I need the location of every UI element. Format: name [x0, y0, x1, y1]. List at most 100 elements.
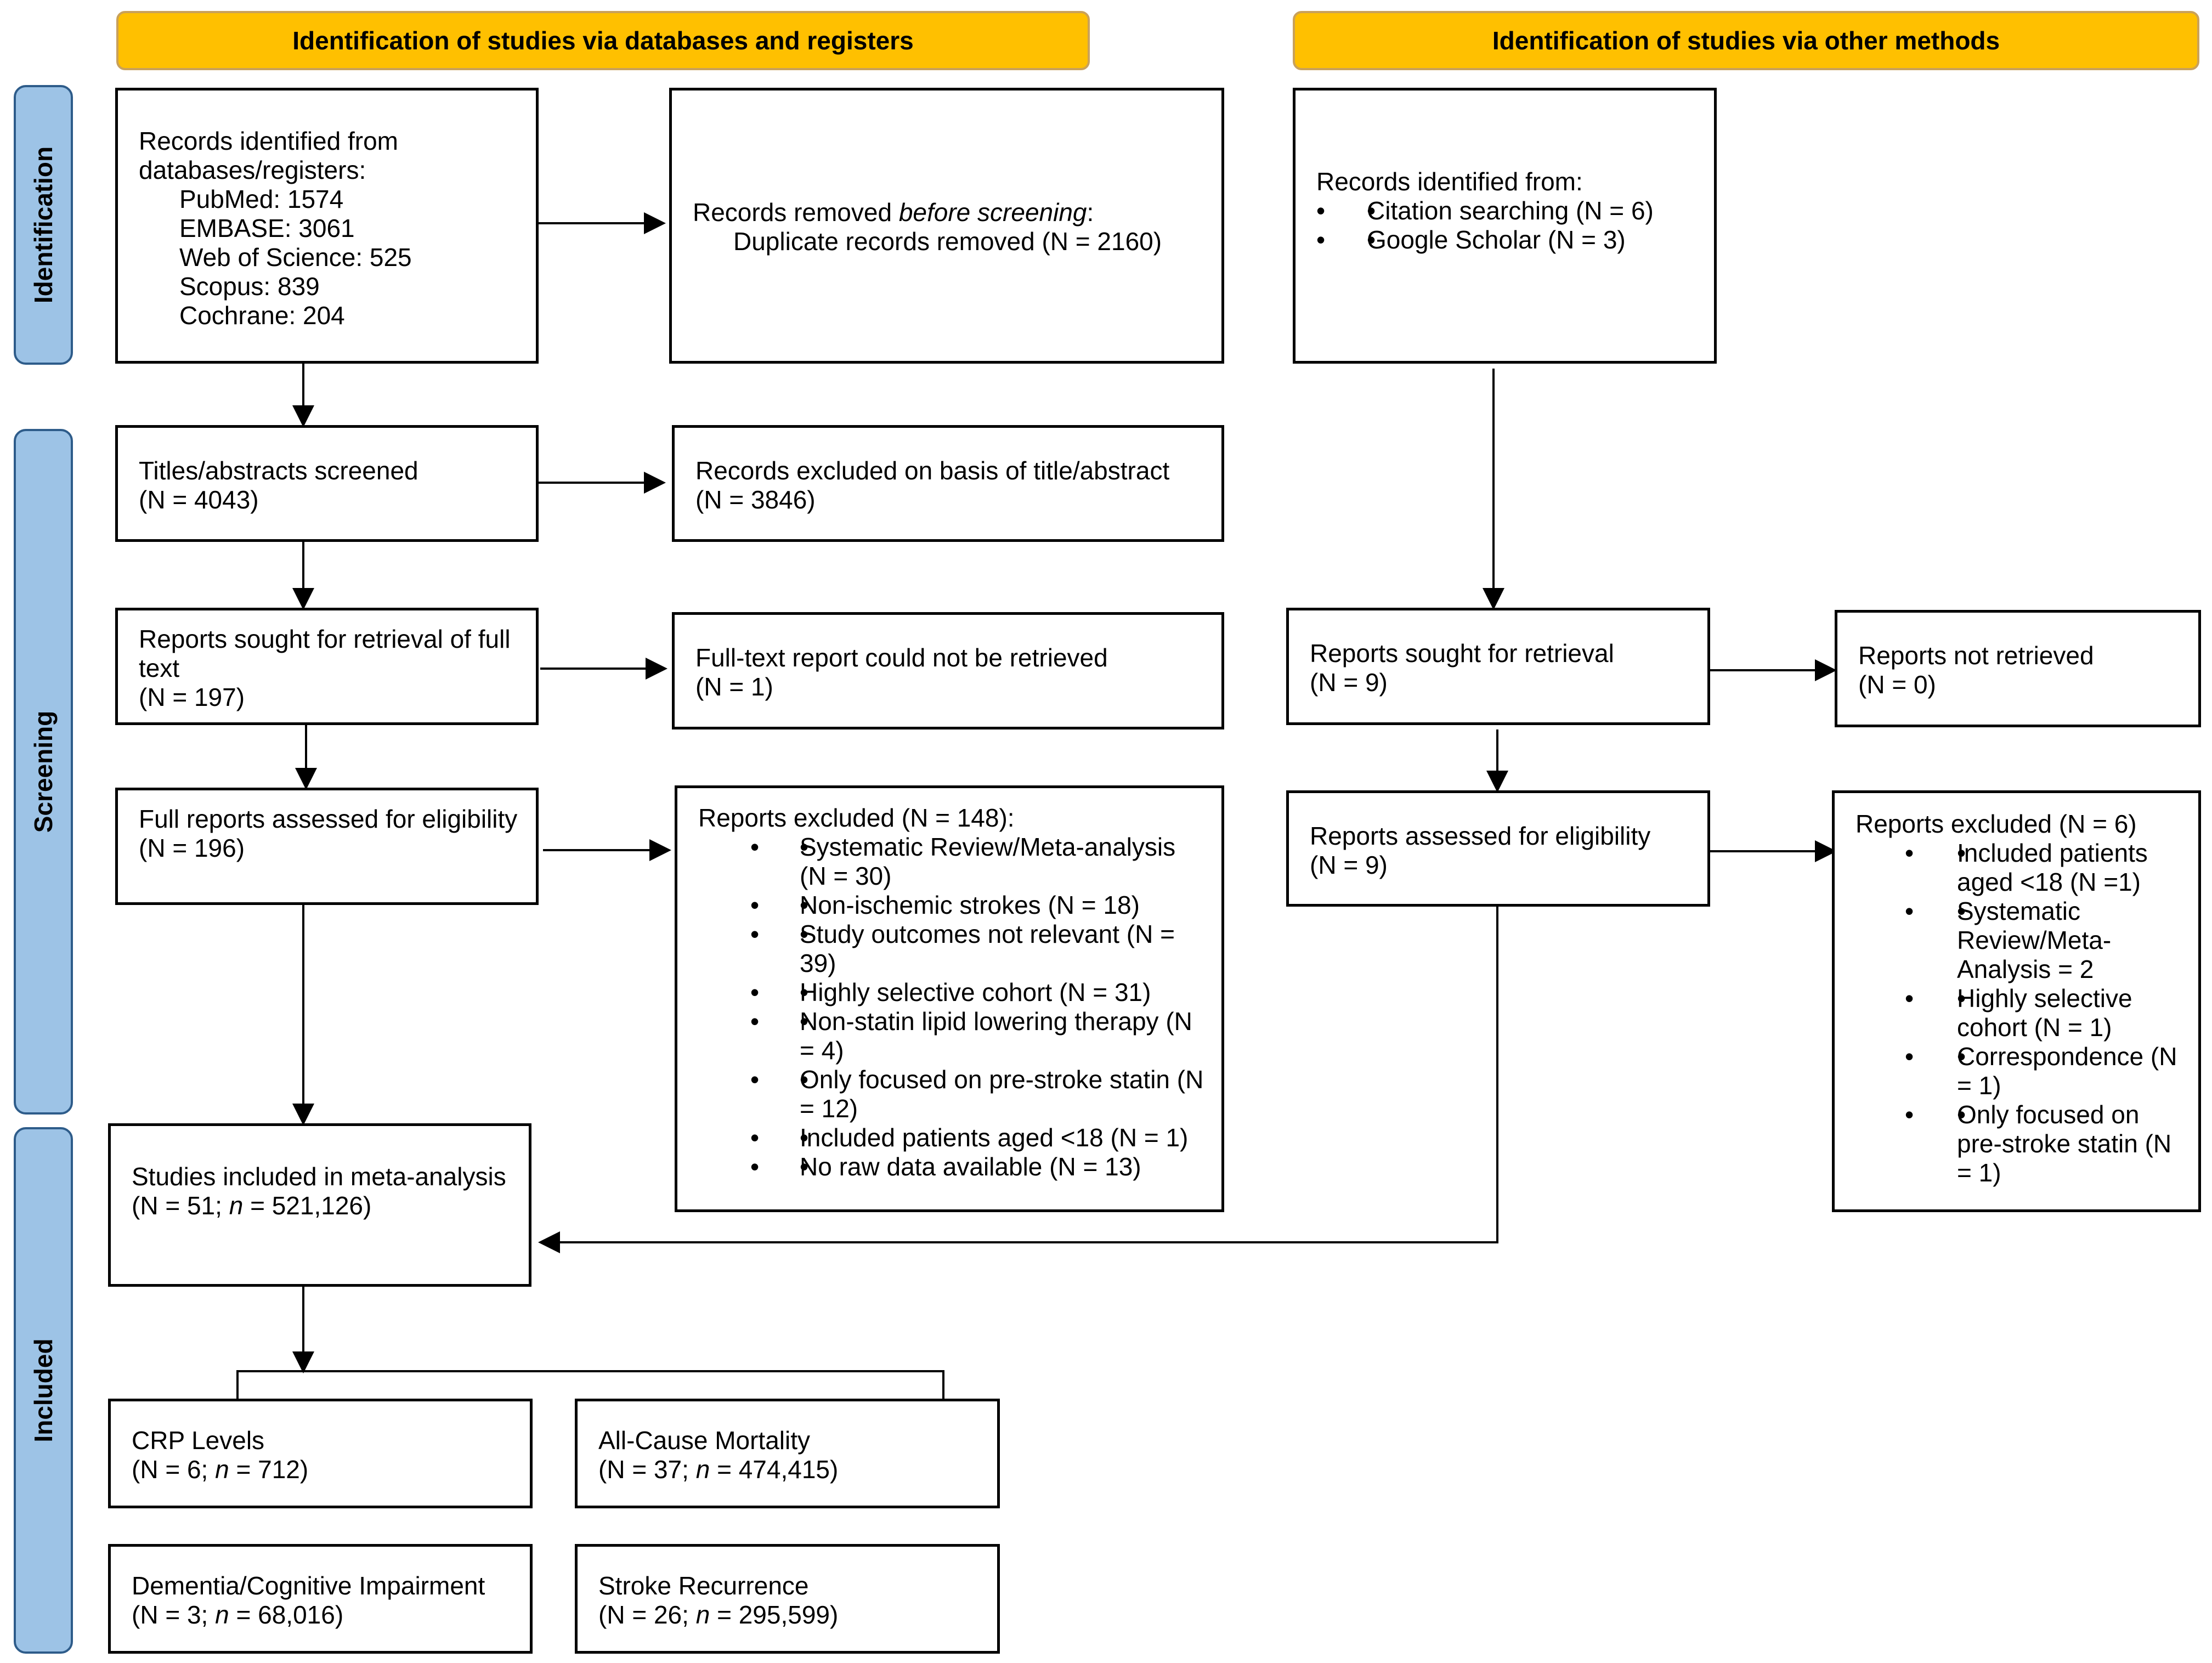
- exclusion-reason: •Systematic Review/Meta-analysis (N = 30…: [750, 833, 1205, 891]
- source-pubmed: PubMed: 1574: [179, 185, 344, 213]
- records-excluded-count: (N = 3846): [695, 485, 816, 514]
- exclusion-reason: •Non-ischemic strokes (N = 18): [750, 891, 1205, 920]
- records-identified-title: Records identified from databases/regist…: [139, 127, 398, 184]
- full-assessed-label: Full reports assessed for eligibility: [139, 805, 518, 833]
- phase-screening-label: Screening: [29, 710, 58, 833]
- reports-sought-other-label: Reports sought for retrieval: [1310, 639, 1614, 668]
- phase-included: Included: [14, 1127, 73, 1654]
- outcome-crp-n-italic: n: [215, 1455, 229, 1484]
- phase-identification-label: Identification: [29, 146, 58, 304]
- box-not-retrieved-other: Reports not retrieved (N = 0): [1835, 610, 2201, 727]
- records-source-list: PubMed: 1574 EMBASE: 3061 Web of Science…: [139, 185, 519, 330]
- exclusion-reason: •Included patients aged <18 (N = 1): [750, 1123, 1205, 1152]
- outcome-recurrence-label: Stroke Recurrence: [598, 1571, 809, 1600]
- outcome-dementia-label: Dementia/Cognitive Impairment: [132, 1571, 485, 1600]
- outcome-mortality-n-italic: n: [695, 1455, 710, 1484]
- phase-screening: Screening: [14, 429, 73, 1115]
- arrow-other-to-included: [538, 907, 1498, 1253]
- outcome-recurrence-n-prefix: (N = 26;: [598, 1600, 696, 1629]
- exclusion-reason: •Only focused on pre-stroke statin (N = …: [750, 1065, 1205, 1123]
- outcome-mortality-n-prefix: (N = 37;: [598, 1455, 696, 1484]
- reports-excluded-db-title: Reports excluded (N = 148):: [698, 804, 1015, 832]
- outcome-recurrence-count: (N = 26; n = 295,599): [598, 1600, 981, 1630]
- reports-sought-count: (N = 197): [139, 683, 245, 711]
- outcome-mortality-count: (N = 37; n = 474,415): [598, 1455, 981, 1484]
- reports-excluded-other-list: •Included patients aged <18 (N =1) •Syst…: [1905, 839, 2187, 1187]
- not-retrieved-db-count: (N = 1): [695, 672, 773, 701]
- exclusion-reason: •Study outcomes not relevant (N = 39): [750, 920, 1205, 978]
- outcome-dementia-n-suffix: = 68,016): [229, 1600, 344, 1629]
- titles-screened-label: Titles/abstracts screened: [139, 456, 418, 485]
- header-other-label: Identification of studies via other meth…: [1492, 26, 2000, 55]
- box-records-removed: Records removed before screening: Duplic…: [669, 88, 1224, 364]
- outcome-crp-label: CRP Levels: [132, 1426, 265, 1455]
- exclusion-reason: •No raw data available (N = 13): [750, 1152, 1205, 1181]
- outcome-dementia-n-prefix: (N = 3;: [132, 1600, 216, 1629]
- box-records-excluded: Records excluded on basis of title/abstr…: [672, 425, 1224, 542]
- reports-excluded-db-list: •Systematic Review/Meta-analysis (N = 30…: [750, 833, 1205, 1181]
- exclusion-reason: •Non-statin lipid lowering therapy (N = …: [750, 1007, 1205, 1065]
- studies-included-n-prefix: (N = 51;: [132, 1191, 229, 1220]
- exclusion-reason-text: Correspondence (N = 1): [1957, 1042, 2177, 1100]
- box-records-identified: Records identified from databases/regist…: [115, 88, 539, 364]
- records-removed-heading: Records removed before screening:: [693, 198, 1205, 227]
- exclusion-reason-text: Highly selective cohort (N = 31): [800, 978, 1151, 1006]
- not-retrieved-db-label: Full-text report could not be retrieved: [695, 643, 1108, 672]
- exclusion-reason: •Highly selective cohort (N = 31): [750, 978, 1205, 1007]
- exclusion-reason-text: Non-statin lipid lowering therapy (N = 4…: [800, 1007, 1192, 1065]
- outcome-dementia-count: (N = 3; n = 68,016): [132, 1600, 513, 1630]
- exclusion-reason-text: Included patients aged <18 (N =1): [1957, 839, 2148, 896]
- exclusion-reason-text: Systematic Review/Meta-analysis (N = 30): [800, 833, 1176, 890]
- exclusion-reason: •Systematic Review/Meta-Analysis = 2: [1905, 897, 2187, 984]
- reports-sought-other-count: (N = 9): [1310, 668, 1388, 697]
- box-not-retrieved-db: Full-text report could not be retrieved …: [672, 612, 1224, 729]
- exclusion-reason: •Only focused on pre-stroke statin (N = …: [1905, 1100, 2187, 1187]
- exclusion-reason-text: Non-ischemic strokes (N = 18): [800, 891, 1140, 919]
- assessed-other-label: Reports assessed for eligibility: [1310, 822, 1651, 850]
- box-reports-sought: Reports sought for retrieval of full tex…: [115, 608, 539, 725]
- full-assessed-count: (N = 196): [139, 834, 245, 862]
- other-records-title: Records identified from:: [1316, 167, 1583, 196]
- records-removed-prefix: Records removed: [693, 198, 899, 227]
- box-reports-excluded-other: Reports excluded (N = 6) •Included patie…: [1832, 790, 2201, 1212]
- box-outcome-dementia: Dementia/Cognitive Impairment (N = 3; n …: [108, 1544, 533, 1654]
- box-full-assessed: Full reports assessed for eligibility (N…: [115, 788, 539, 905]
- exclusion-reason-text: Systematic Review/Meta-Analysis = 2: [1957, 897, 2112, 983]
- box-studies-included: Studies included in meta-analysis (N = 5…: [108, 1123, 531, 1287]
- studies-included-n-suffix: = 521,126): [243, 1191, 372, 1220]
- other-records-list: •Citation searching (N = 6) •Google Scho…: [1316, 196, 1698, 254]
- outcome-recurrence-n-italic: n: [695, 1600, 710, 1629]
- studies-included-label: Studies included in meta-analysis: [132, 1162, 506, 1191]
- other-source-scholar: •Google Scholar (N = 3): [1316, 225, 1698, 254]
- other-source-citation: •Citation searching (N = 6): [1316, 196, 1698, 225]
- source-cochrane: Cochrane: 204: [179, 301, 345, 330]
- reports-sought-label: Reports sought for retrieval of full tex…: [139, 625, 511, 682]
- outcome-crp-n-suffix: = 712): [229, 1455, 309, 1484]
- header-databases-label: Identification of studies via databases …: [292, 26, 914, 55]
- exclusion-reason-text: Highly selective cohort (N = 1): [1957, 984, 2132, 1042]
- studies-included-n-italic: n: [229, 1191, 244, 1220]
- outcome-dementia-n-italic: n: [215, 1600, 229, 1629]
- outcome-crp-n-prefix: (N = 6;: [132, 1455, 216, 1484]
- titles-screened-count: (N = 4043): [139, 485, 259, 514]
- box-other-records: Records identified from: •Citation searc…: [1293, 88, 1717, 364]
- box-outcome-crp: CRP Levels (N = 6; n = 712): [108, 1399, 533, 1508]
- box-reports-sought-other: Reports sought for retrieval (N = 9): [1286, 608, 1710, 725]
- records-excluded-label: Records excluded on basis of title/abstr…: [695, 456, 1170, 485]
- outcome-recurrence-n-suffix: = 295,599): [710, 1600, 839, 1629]
- not-retrieved-other-count: (N = 0): [1858, 670, 1936, 699]
- header-other-methods: Identification of studies via other meth…: [1293, 11, 2199, 70]
- source-scopus: Scopus: 839: [179, 272, 320, 301]
- records-removed-emph: before screening: [898, 198, 1087, 227]
- box-titles-screened: Titles/abstracts screened (N = 4043): [115, 425, 539, 542]
- exclusion-reason-text: Study outcomes not relevant (N = 39): [800, 920, 1175, 977]
- other-source-scholar-text: Google Scholar (N = 3): [1367, 225, 1626, 254]
- records-removed-suffix: :: [1087, 198, 1094, 227]
- box-assessed-other: Reports assessed for eligibility (N = 9): [1286, 790, 1710, 907]
- exclusion-reason-text: Only focused on pre-stroke statin (N = 1…: [800, 1065, 1204, 1123]
- box-outcome-recurrence: Stroke Recurrence (N = 26; n = 295,599): [575, 1544, 1000, 1654]
- exclusion-reason-text: Only focused on pre-stroke statin (N = 1…: [1957, 1100, 2172, 1187]
- other-source-citation-text: Citation searching (N = 6): [1367, 196, 1654, 225]
